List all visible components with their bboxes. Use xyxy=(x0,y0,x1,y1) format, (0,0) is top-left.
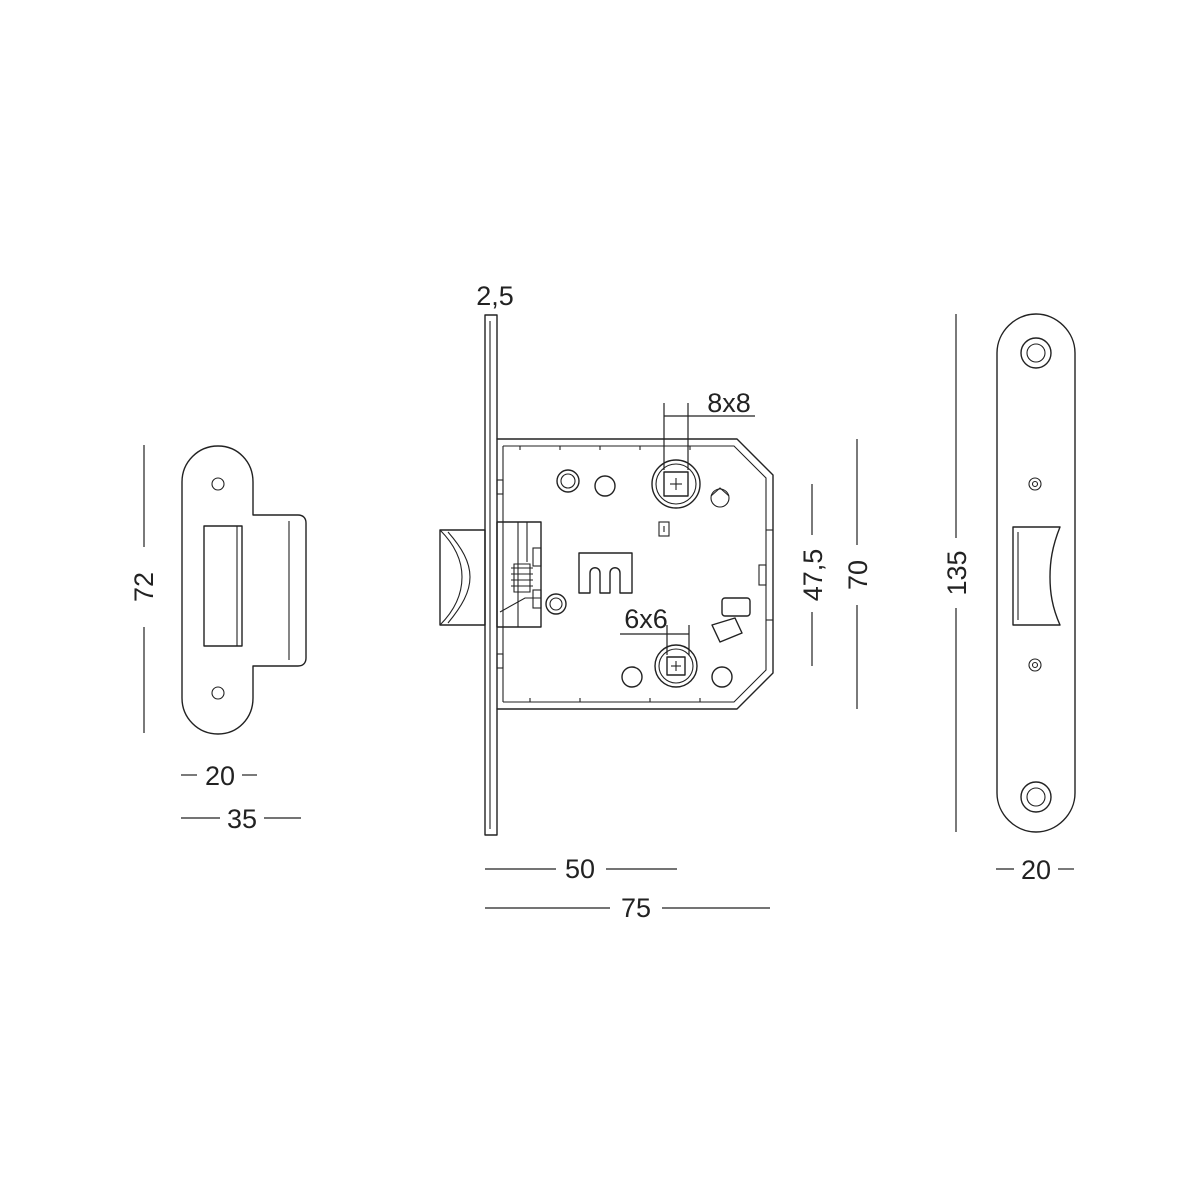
backset-dimension: 50 xyxy=(485,854,677,884)
strike-inner-width-label: 20 xyxy=(205,761,235,791)
lock-body xyxy=(439,314,774,836)
faceplate-small-hole-bottom xyxy=(1028,658,1042,672)
spindle-lower xyxy=(654,644,698,688)
depth-label: 75 xyxy=(621,893,651,923)
faceplate-outline xyxy=(996,313,1076,833)
strike-height-label: 72 xyxy=(129,572,159,602)
spindle-lower-label: 6x6 xyxy=(624,604,668,634)
case-holes xyxy=(545,469,733,688)
faceplate xyxy=(996,313,1076,833)
strike-height-dimension: 72 xyxy=(129,445,159,733)
spindle-upper-dimension: 8x8 xyxy=(663,388,755,470)
strike-screw-hole-top xyxy=(211,477,225,491)
faceplate-width-dimension: 20 xyxy=(996,855,1074,885)
latch-mechanism xyxy=(496,521,542,628)
backset-label: 50 xyxy=(565,854,595,884)
strike-plate xyxy=(181,445,307,735)
faceplate-small-hole-top xyxy=(1028,477,1042,491)
spindle-lower-dimension: 6x6 xyxy=(620,604,690,655)
body-height-label: 70 xyxy=(843,560,873,590)
strike-outer-width-label: 35 xyxy=(227,804,257,834)
strike-inner-width-dimension: 20 xyxy=(181,761,257,791)
latch-bolt xyxy=(439,529,486,626)
spindle-upper xyxy=(651,459,701,509)
body-height-dimension: 70 xyxy=(843,439,873,709)
strike-plate-outline xyxy=(181,445,307,735)
lock-case-outline xyxy=(496,438,774,710)
strike-screw-hole-bottom xyxy=(211,686,225,700)
faceplate-screw-top xyxy=(1020,337,1052,369)
u-cam xyxy=(578,552,633,594)
faceplate-screw-bottom xyxy=(1020,781,1052,813)
strike-outer-width-dimension: 35 xyxy=(181,804,301,834)
spindle-spacing-label: 47,5 xyxy=(798,549,828,602)
faceplate-thickness-dimension: 2,5 xyxy=(476,281,514,311)
faceplate-side xyxy=(484,314,498,836)
spindle-upper-label: 8x8 xyxy=(707,388,751,418)
spindle-spacing-dimension: 47,5 xyxy=(798,484,828,666)
faceplate-latch-window xyxy=(1012,526,1061,626)
case-edge-tabs xyxy=(496,446,773,702)
faceplate-height-dimension: 135 xyxy=(942,314,972,832)
faceplate-height-label: 135 xyxy=(942,550,972,595)
faceplate-thickness-label: 2,5 xyxy=(476,281,514,311)
lock-case-inner-edge xyxy=(503,445,767,703)
faceplate-width-label: 20 xyxy=(1021,855,1051,885)
depth-dimension: 75 xyxy=(485,893,770,923)
strike-latch-opening xyxy=(203,525,243,647)
lower-levers xyxy=(711,597,751,643)
